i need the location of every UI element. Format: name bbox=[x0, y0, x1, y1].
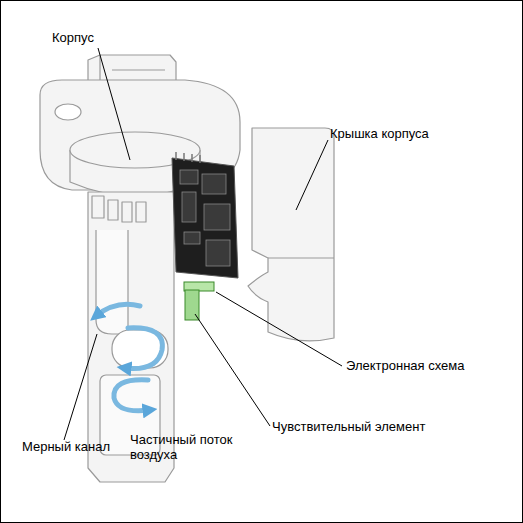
component bbox=[182, 192, 196, 222]
cover-edge bbox=[268, 257, 334, 258]
chip bbox=[206, 240, 230, 266]
part-label: Электронная схема bbox=[346, 358, 521, 373]
pins bbox=[176, 152, 200, 163]
leader-line bbox=[98, 48, 130, 160]
leader-line bbox=[64, 334, 97, 440]
component bbox=[180, 170, 198, 184]
air-flow-arrow bbox=[124, 328, 162, 369]
part-label: Корпус bbox=[52, 30, 162, 45]
chip bbox=[204, 204, 230, 230]
circuit-board bbox=[172, 152, 238, 278]
part-label: Крышка корпуса bbox=[330, 126, 510, 141]
leader-line bbox=[296, 140, 328, 210]
component bbox=[202, 174, 226, 194]
leader-line bbox=[195, 314, 270, 426]
sensor-element bbox=[185, 290, 199, 320]
rib bbox=[108, 200, 118, 220]
mounting-hole bbox=[55, 104, 81, 120]
rib bbox=[122, 202, 132, 222]
component bbox=[184, 232, 200, 244]
housing-cover bbox=[248, 128, 334, 341]
part-label: Частичный поток воздуха bbox=[130, 432, 238, 462]
part-label: Чувствительный элемент bbox=[272, 419, 502, 434]
pcb bbox=[172, 158, 238, 278]
air-flow-arrow bbox=[96, 304, 140, 316]
part-label: Мерный канал bbox=[22, 439, 132, 454]
leader-line bbox=[216, 292, 342, 366]
air-flow-arrow bbox=[114, 380, 150, 411]
rib bbox=[136, 202, 146, 222]
rib bbox=[92, 196, 104, 218]
channel-wall bbox=[96, 230, 128, 334]
